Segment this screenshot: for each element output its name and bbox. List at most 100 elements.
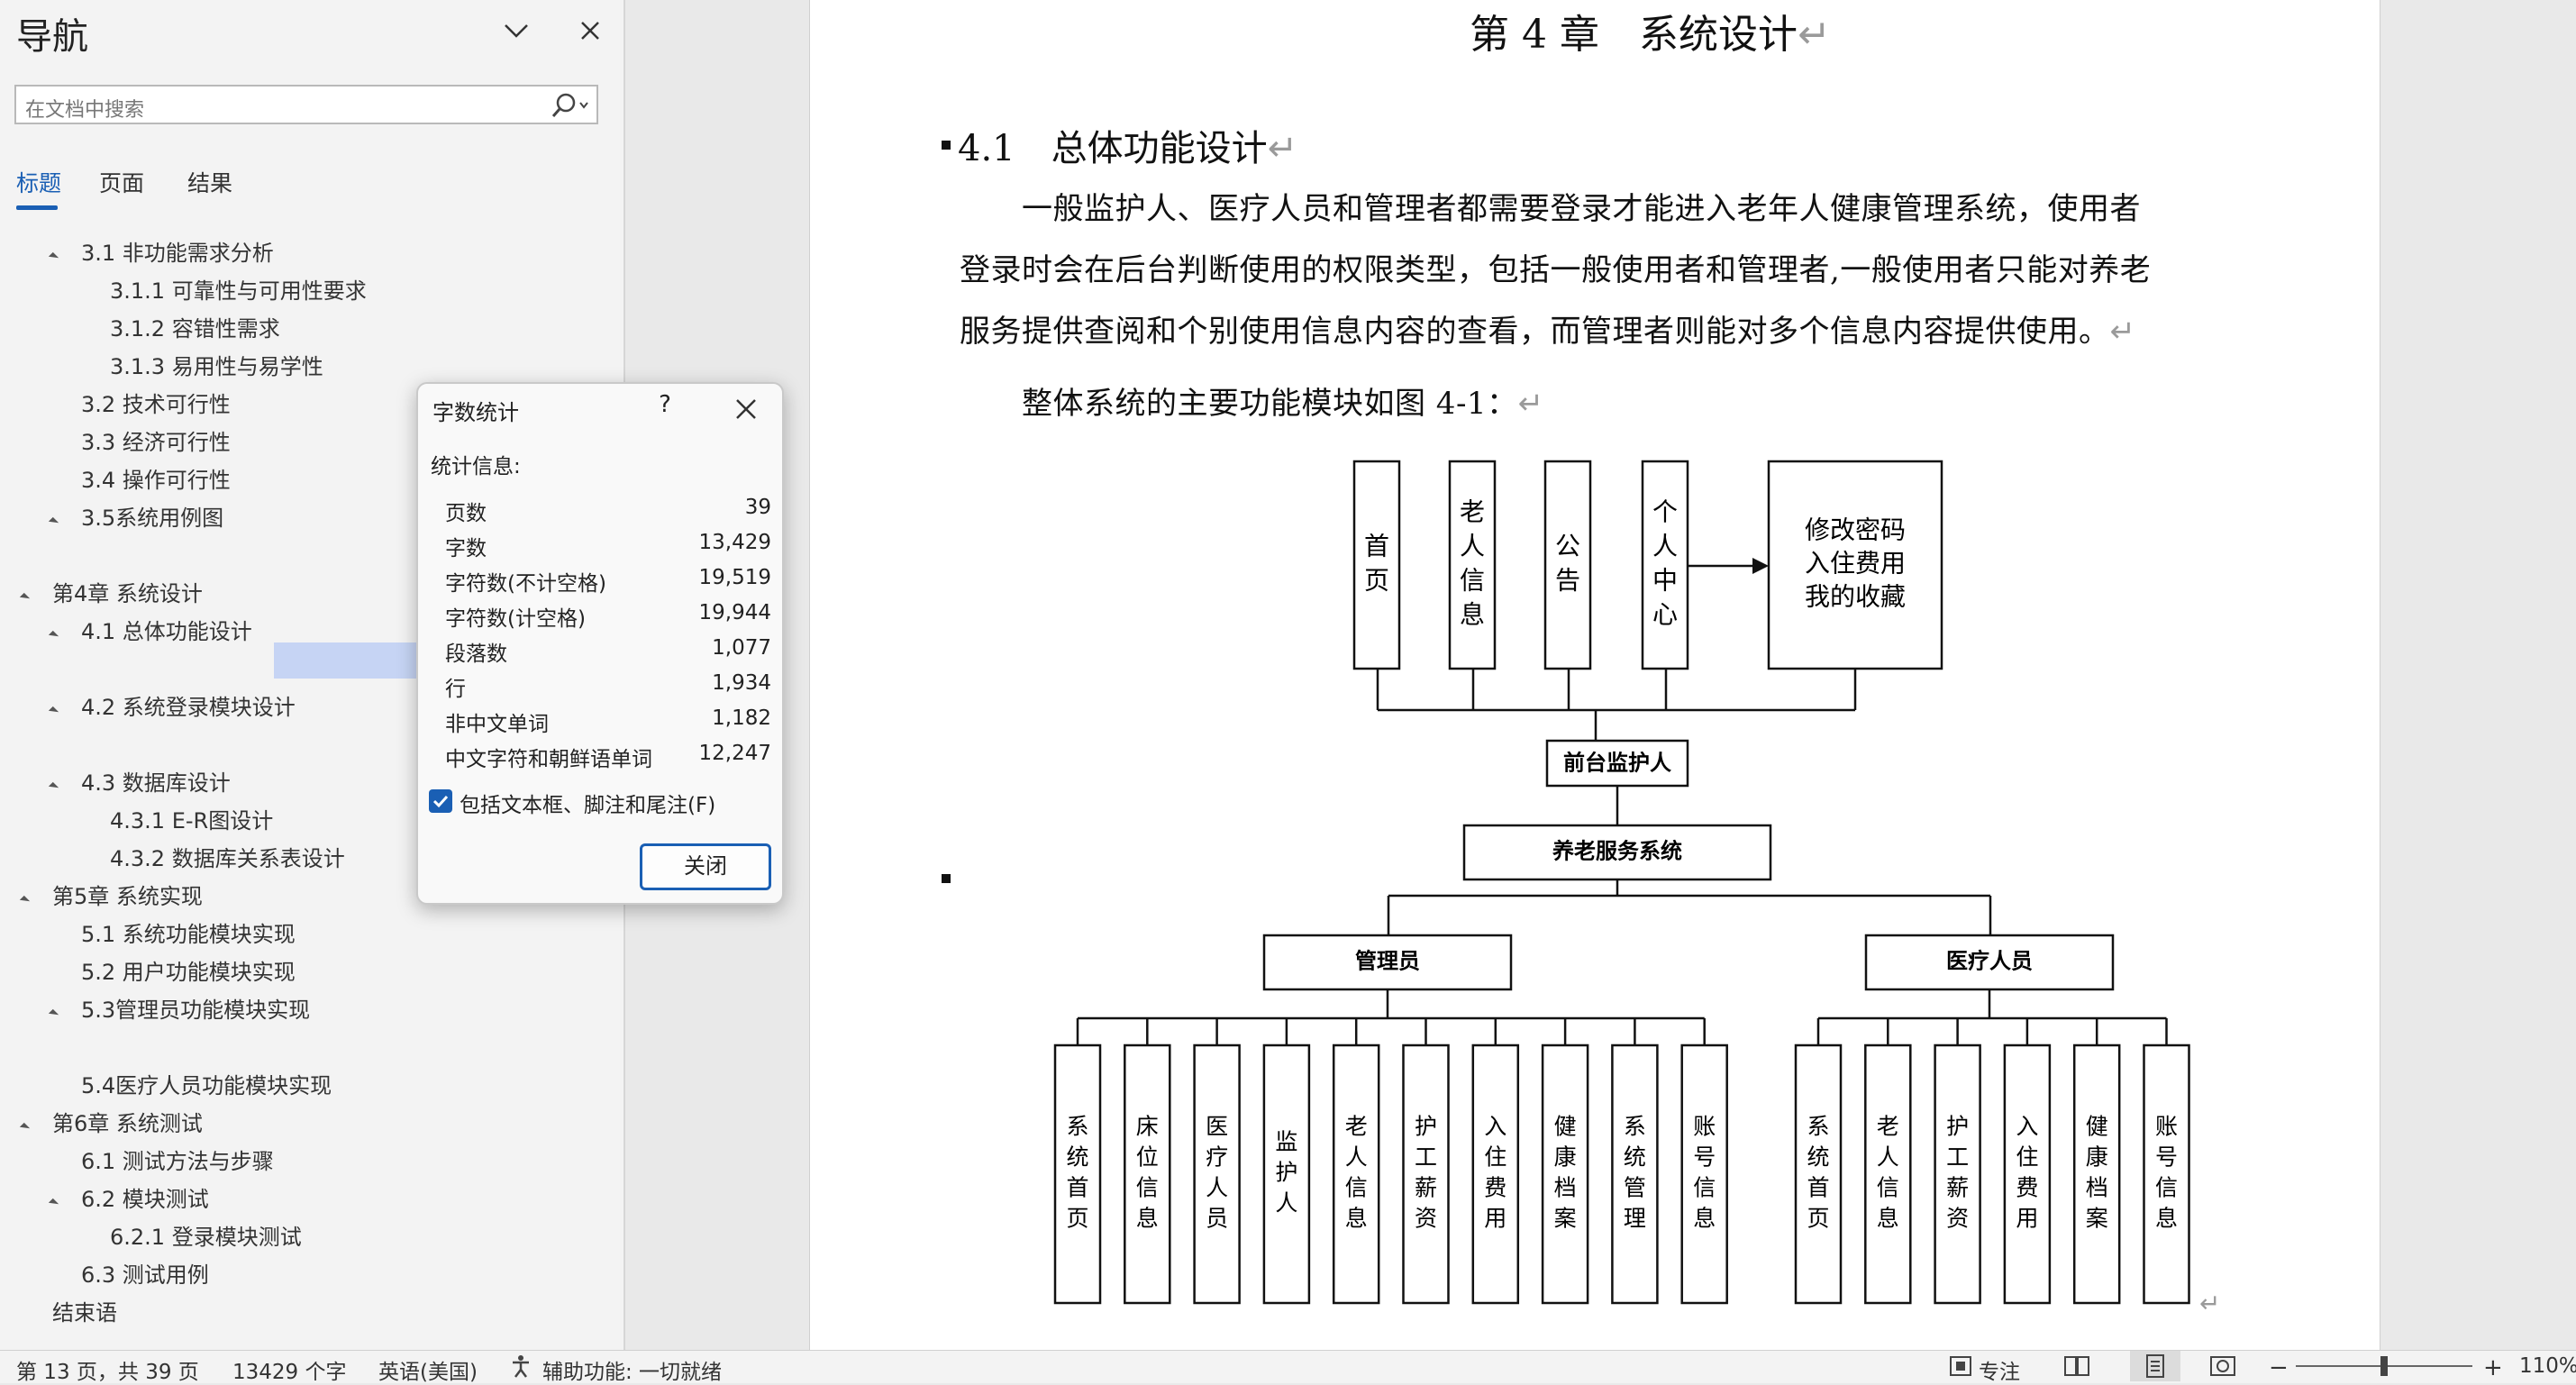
expand-toggle-icon[interactable] [48,706,59,717]
tab-results[interactable]: 结果 [187,170,233,196]
top-module-label: 告 [1555,566,1580,596]
stat-value: 1,077 [712,636,771,660]
help-button[interactable]: ? [659,391,671,418]
heading-item[interactable]: 第5章 系统实现 [52,884,203,909]
heading-item[interactable]: 6.2 模块测试 [81,1187,209,1212]
expand-toggle-icon[interactable] [48,1198,59,1209]
page-count[interactable]: 第 13 页，共 39 页 [16,1361,199,1384]
close-button[interactable]: 关闭 [640,843,771,890]
admin-module-label: 档 [1554,1175,1577,1201]
personal-center-item: 入住费用 [1805,549,1906,579]
medical-module-label: 号 [2155,1144,2178,1171]
accessibility-icon[interactable] [510,1354,532,1383]
admin-module-box [1262,1043,1311,1305]
heading-item[interactable]: 3.4 操作可行性 [81,468,231,493]
language[interactable]: 英语(美国) [378,1361,478,1384]
heading-item[interactable]: 4.2 系统登录模块设计 [81,695,296,720]
chevron-down-icon[interactable] [494,11,539,50]
document-page[interactable]: 第 4 章 系统设计↵ 4.1 总体功能设计↵ 一般监护人、医疗人员和管理者都需… [809,0,2380,1350]
stat-row: 字符数(计空格)19,944 [445,601,771,635]
heading-item[interactable]: 6.1 测试方法与步骤 [81,1149,274,1174]
top-module-label: 信 [1460,566,1485,596]
web-layout-icon[interactable] [2209,1354,2236,1383]
read-mode-icon[interactable] [2063,1354,2090,1383]
expand-toggle-icon[interactable] [48,1008,59,1020]
root-system-box [1462,824,1772,881]
admin-module-box [1541,1043,1589,1305]
expand-toggle-icon[interactable] [48,516,59,528]
heading-item[interactable]: 3.1.1 可靠性与可用性要求 [110,278,367,304]
heading-item[interactable]: 第6章 系统测试 [52,1111,203,1136]
print-layout-icon[interactable] [2130,1351,2180,1381]
include-footnotes-checkbox[interactable] [429,789,452,813]
heading-item[interactable]: 4.3.2 数据库关系表设计 [110,846,345,871]
accessibility-status[interactable]: 辅助功能: 一切就绪 [542,1361,723,1384]
heading-item[interactable]: 3.5系统用例图 [81,506,224,531]
heading-item[interactable]: 5.1 系统功能模块实现 [81,922,296,947]
admin-module-label: 人 [1275,1190,1297,1216]
search-input[interactable]: 在文档中搜索 [14,85,598,124]
admin-module-label: 信 [1345,1175,1368,1201]
admin-module-label: 人 [1345,1144,1368,1171]
zoom-in-icon[interactable]: + [2483,1354,2503,1381]
zoom-out-icon[interactable]: − [2269,1354,2289,1381]
heading-item[interactable]: 3.1.3 易用性与易学性 [110,354,323,379]
expand-toggle-icon[interactable] [48,251,59,263]
expand-toggle-icon[interactable] [48,630,59,642]
stat-value: 39 [744,496,771,519]
heading-item[interactable]: 3.1 非功能需求分析 [81,241,274,266]
tab-pages[interactable]: 页面 [99,170,145,196]
heading-item[interactable]: 3.1.2 容错性需求 [110,316,280,342]
close-icon[interactable] [568,11,613,50]
heading-item[interactable]: 6.2.1 登录模块测试 [110,1225,302,1250]
heading-item[interactable]: 5.4医疗人员功能模块实现 [81,1073,332,1098]
include-footnotes-label[interactable]: 包括文本框、脚注和尾注(F) [460,794,716,817]
admin-module-box [1611,1043,1659,1305]
heading-item[interactable]: 3.2 技术可行性 [81,392,231,417]
admin-module-label: 用 [1484,1206,1506,1232]
zoom-level[interactable]: 110% [2519,1354,2576,1378]
medical-module-label: 住 [2016,1144,2038,1171]
stat-label: 字数 [445,537,487,560]
tab-headings[interactable]: 标题 [16,170,62,196]
expand-toggle-icon[interactable] [48,781,59,793]
admin-module-label: 床 [1136,1114,1159,1140]
admin-module-label: 系 [1066,1114,1088,1140]
top-module-box [1543,460,1592,670]
expand-toggle-icon[interactable] [19,1122,31,1134]
focus-label[interactable]: 专注 [1979,1361,2020,1384]
admin-module-label: 健 [1554,1114,1577,1140]
stat-label: 页数 [445,502,487,525]
admin-module-label: 息 [1345,1206,1368,1232]
zoom-slider-thumb[interactable] [2380,1356,2388,1376]
admin-module-label: 住 [1484,1144,1506,1171]
word-count[interactable]: 13429 个字 [232,1361,347,1384]
admin-module-label: 康 [1554,1144,1577,1171]
admin-module-label: 入 [1484,1114,1506,1140]
medical-module-box [1794,1043,1843,1305]
admin-module-label: 息 [1136,1206,1159,1232]
medical-module-label: 健 [2086,1114,2108,1140]
heading-item[interactable]: 5.2 用户功能模块实现 [81,960,296,985]
admin-module-label: 资 [1415,1206,1437,1232]
heading-item[interactable]: 第4章 系统设计 [52,581,203,606]
medical-module-label: 案 [2086,1206,2108,1232]
close-icon[interactable] [728,393,764,425]
section-title: 4.1 总体功能设计↵ [958,128,1298,169]
heading-item[interactable]: 3.3 经济可行性 [81,430,231,455]
heading-item[interactable]: 4.3 数据库设计 [81,770,231,796]
front-guardian-box [1545,739,1689,788]
heading-item[interactable]: 结束语 [52,1300,117,1326]
expand-toggle-icon[interactable] [19,592,31,604]
top-module-label: 息 [1460,600,1485,630]
heading-item[interactable]: 4.3.1 E-R图设计 [110,808,274,834]
figure-intro: 整体系统的主要功能模块如图 4-1：↵ [960,386,1544,422]
expand-toggle-icon[interactable] [19,895,31,907]
heading-item[interactable]: 4.1 总体功能设计 [81,619,252,644]
search-icon[interactable] [546,90,593,121]
admin-module-label: 薪 [1415,1175,1437,1201]
focus-icon[interactable] [1948,1354,1973,1383]
heading-item[interactable]: 6.3 测试用例 [81,1262,209,1288]
medical-module-label: 账 [2155,1114,2178,1140]
heading-item[interactable]: 5.3管理员功能模块实现 [81,998,311,1023]
